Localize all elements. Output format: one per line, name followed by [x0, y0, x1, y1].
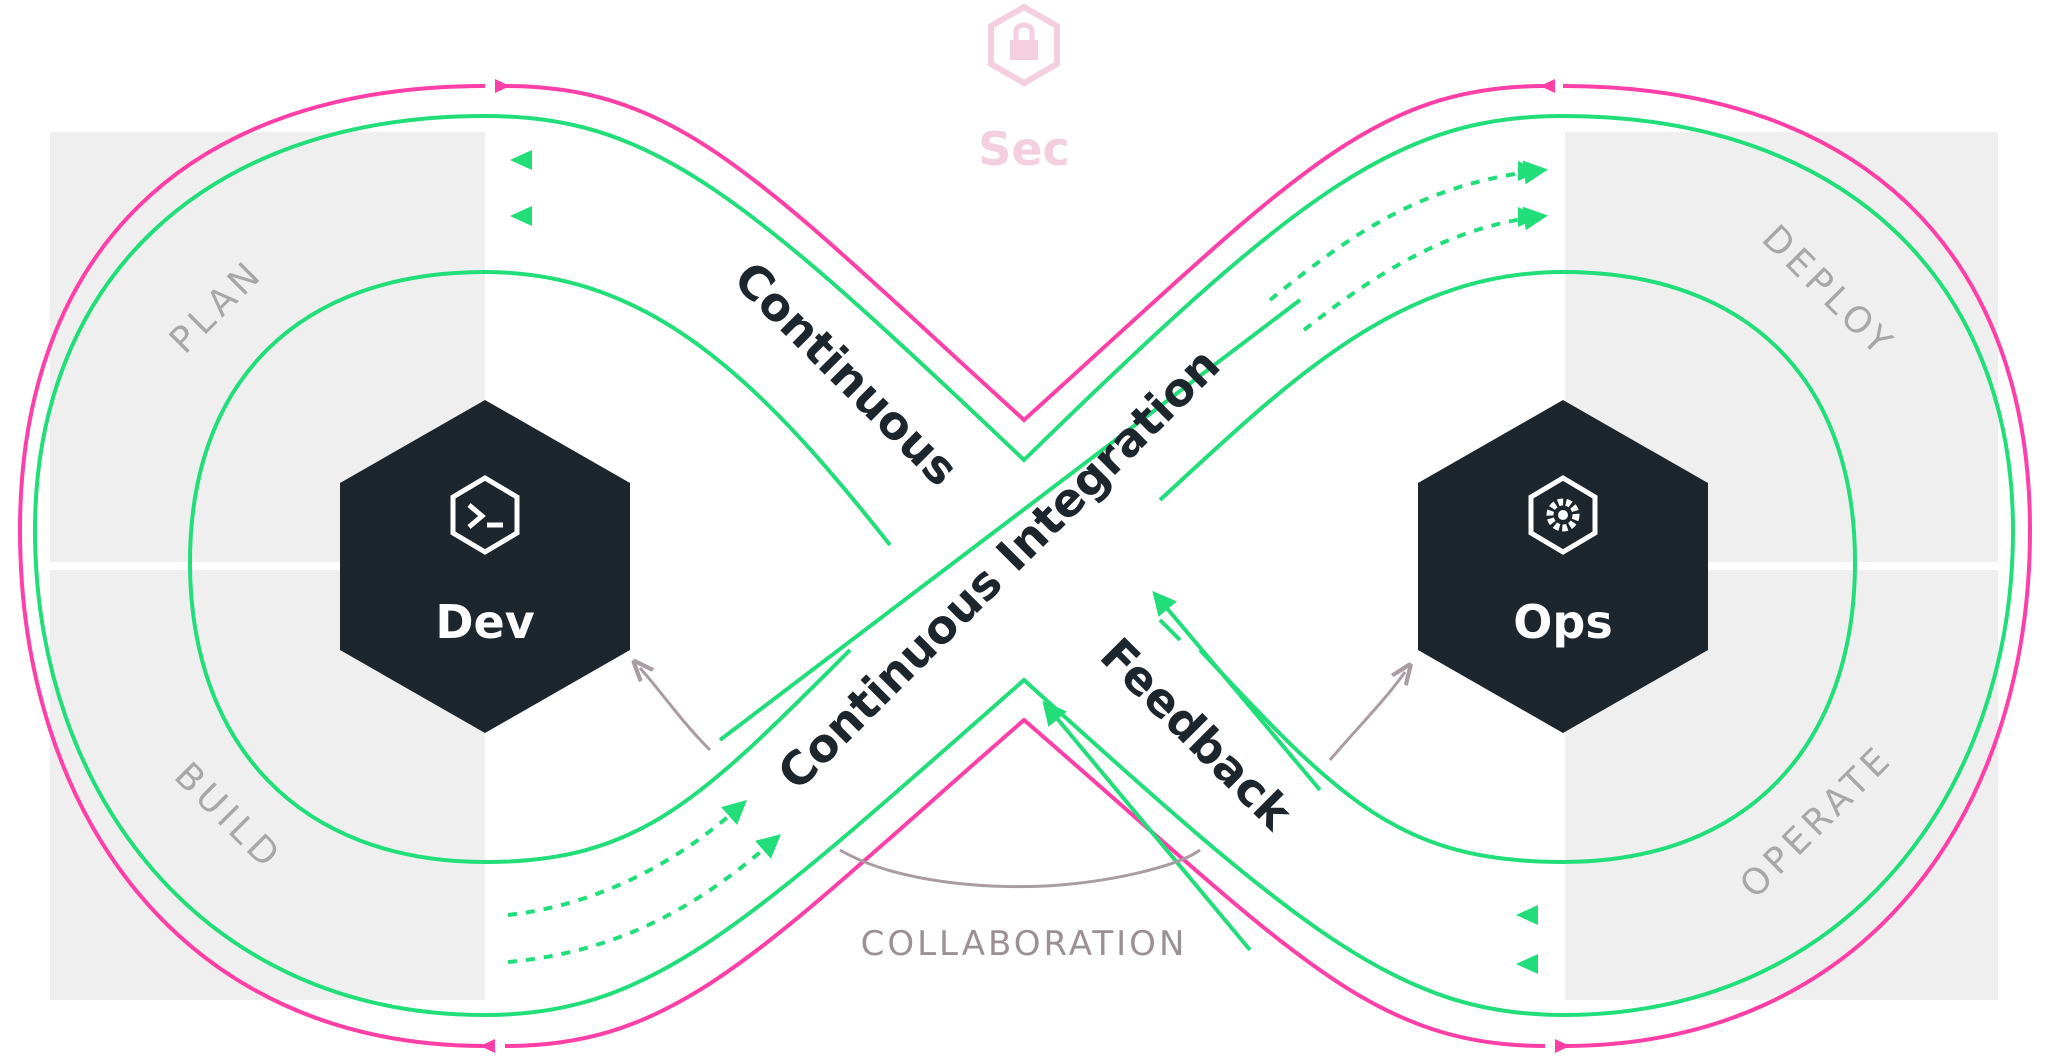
dev-label: Dev: [435, 595, 534, 649]
sec-label: Sec: [978, 122, 1070, 176]
sec-lock-icon: [988, 3, 1060, 87]
terminal-icon: [450, 475, 520, 555]
ops-hexagon: Ops: [1418, 400, 1708, 733]
dashed-arrows: [507, 160, 1548, 964]
ops-label: Ops: [1513, 595, 1612, 649]
feedback-arrows: [1042, 590, 1322, 952]
right-panels: [1565, 132, 1998, 1000]
green-inner-loops: [187, 270, 1858, 865]
dev-hexagon: Dev: [340, 400, 630, 733]
green-outer-loop: [32, 114, 2016, 1017]
collaboration-label: COLLABORATION: [861, 924, 1188, 964]
gear-icon: [1528, 475, 1598, 555]
pink-collaboration-loop: [17, 79, 2033, 1053]
collaboration-arcs: [640, 668, 1405, 889]
